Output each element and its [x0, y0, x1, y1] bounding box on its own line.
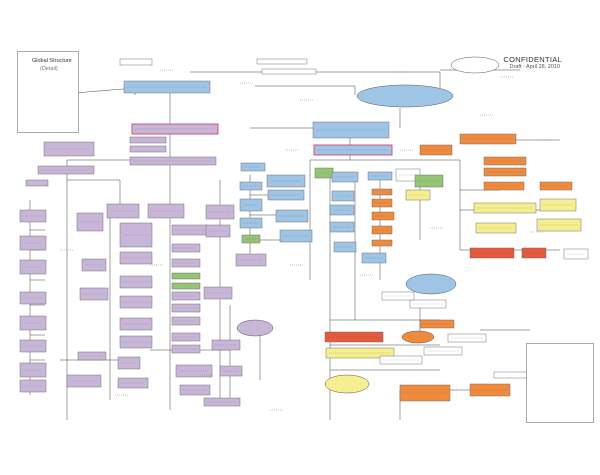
org-box-2: [261, 68, 317, 75]
org-box-6: [129, 145, 167, 153]
legend-title: Global Structure: [32, 58, 72, 64]
org-box-1: [256, 58, 308, 65]
legend-box-bottom-right: [526, 343, 594, 423]
org-ellipse-0: [356, 84, 454, 108]
org-ellipse-4: [401, 330, 435, 344]
confidential-label: CONFIDENTIAL: [503, 55, 562, 64]
legend-subtitle: (Detail): [40, 66, 58, 72]
draft-date-label: Draft · April 28, 2010: [509, 64, 560, 70]
org-ellipse-1: [450, 56, 500, 74]
org-box-75: [371, 239, 393, 247]
org-ellipse-2: [236, 319, 274, 337]
org-ellipse-3: [405, 273, 457, 295]
org-box-5: [129, 136, 167, 144]
org-box-71: [371, 188, 393, 196]
org-ellipse-5: [324, 374, 370, 394]
org-box-10: [25, 179, 49, 187]
legend-box-top-left: [17, 51, 79, 133]
org-box-37: [171, 272, 201, 280]
org-box-3: [119, 58, 153, 66]
org-box-38: [171, 282, 201, 290]
